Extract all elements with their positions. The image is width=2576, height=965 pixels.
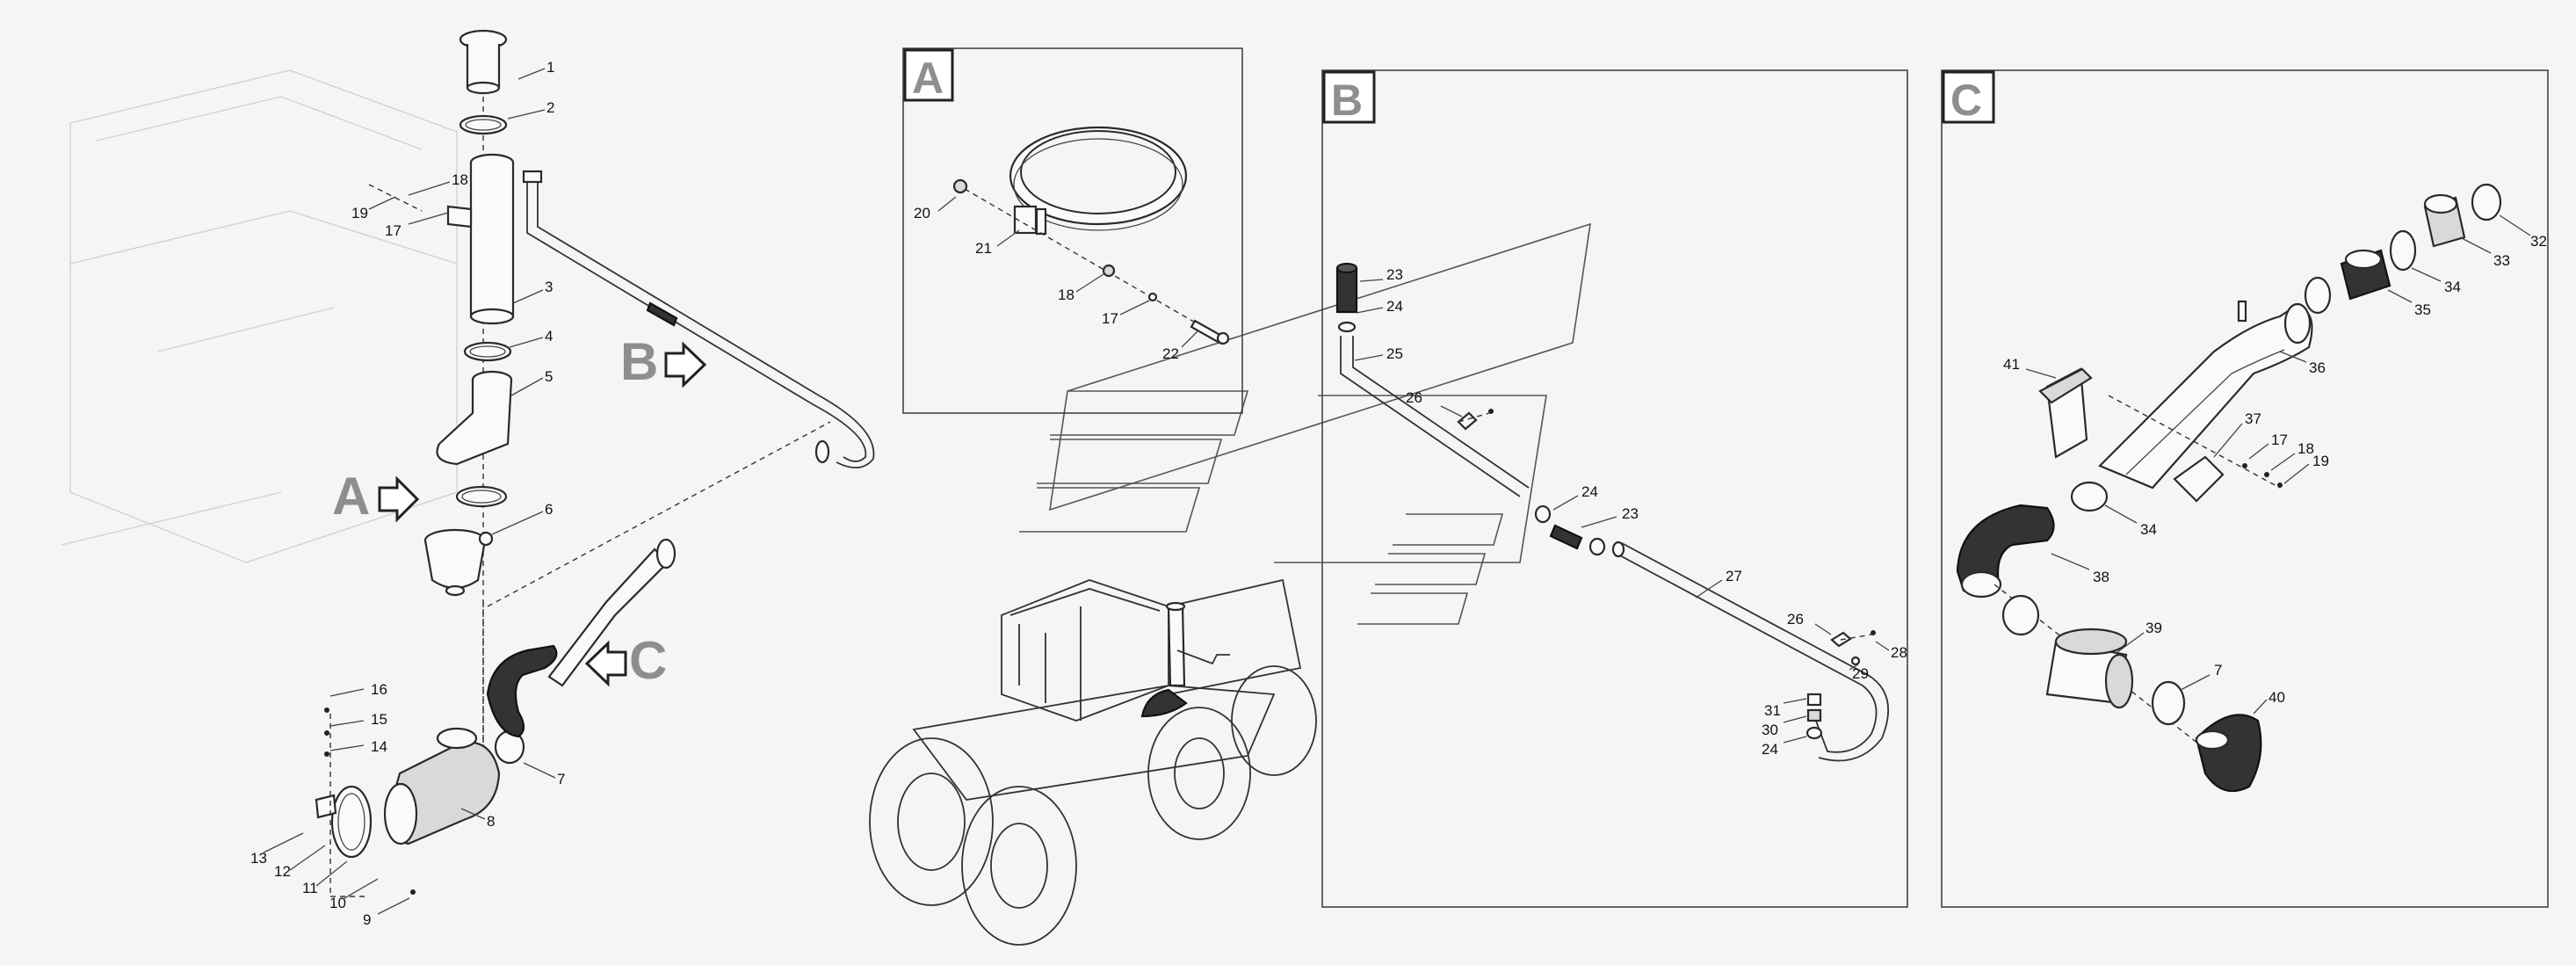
svg-text:B: B [1331,76,1363,125]
label-c-32: 32 [2530,233,2547,250]
label-b-24c: 24 [1762,741,1778,758]
label-17: 17 [385,222,402,239]
label-b-24a: 24 [1386,298,1403,315]
main-labels: 1 2 18 19 17 3 4 5 6 7 8 16 15 14 13 12 … [250,59,565,928]
label-c-17: 17 [2271,432,2288,448]
label-a-17: 17 [1102,310,1118,327]
label-c-7: 7 [2214,662,2222,678]
label-8: 8 [487,813,495,830]
tractor-illustration [869,222,1591,946]
label-c-41: 41 [2003,356,2020,373]
main-assembly [315,29,875,897]
label-b-24b: 24 [1581,483,1598,500]
svg-text:A: A [912,54,944,103]
label-6: 6 [545,501,553,518]
label-14: 14 [371,738,387,755]
part-cup [423,528,494,597]
label-c-33: 33 [2493,252,2510,269]
label-15: 15 [371,711,387,728]
part-filter [383,727,501,845]
label-c-37: 37 [2245,410,2261,427]
label-c-34b: 34 [2140,521,2157,538]
label-a-21: 21 [975,240,992,257]
label-c-36: 36 [2309,359,2326,376]
label-1: 1 [546,59,554,76]
label-18: 18 [452,171,468,188]
part-rod-b [522,170,875,468]
detail-c: C [1941,69,2549,908]
label-11: 11 [302,880,318,896]
svg-text:C: C [629,631,667,690]
label-b-29: 29 [1852,665,1869,682]
detail-b: B 23 24 25 26 2 [1321,69,1908,908]
label-c-18: 18 [2297,440,2314,457]
svg-text:C: C [1950,76,1982,125]
label-b-26a: 26 [1406,389,1422,406]
part-elbow [436,370,513,466]
label-2: 2 [546,99,554,116]
label-a-20: 20 [914,205,930,221]
label-19: 19 [351,205,368,221]
label-4: 4 [545,328,553,345]
label-5: 5 [545,368,553,385]
label-12: 12 [274,863,291,880]
callout-b: B [620,332,707,391]
part-hose-c [486,538,677,738]
label-b-30: 30 [1762,722,1778,738]
label-b-27: 27 [1726,568,1742,584]
part-intake-tube [446,153,515,325]
part-clamp-mid [463,341,512,362]
label-16: 16 [371,681,387,698]
label-c-39: 39 [2145,620,2162,636]
callout-c: C [584,631,667,690]
label-9: 9 [363,911,371,928]
ghost-cab-outline [61,69,458,563]
label-3: 3 [545,279,553,295]
part-clamp-top [459,114,508,135]
label-10: 10 [329,895,346,911]
label-c-38: 38 [2093,569,2109,585]
label-7: 7 [557,771,565,787]
label-c-40: 40 [2268,689,2285,706]
label-b-31: 31 [1764,702,1781,719]
svg-text:B: B [620,332,658,391]
callout-a: A [332,467,420,526]
label-c-35: 35 [2414,301,2431,318]
label-b-23b: 23 [1622,505,1639,522]
label-c-19: 19 [2312,453,2329,469]
detail-a: A 20 21 18 17 22 [902,47,1243,414]
label-a-22: 22 [1162,345,1179,362]
label-a-18: 18 [1058,287,1075,303]
svg-text:A: A [332,467,370,526]
label-c-34a: 34 [2444,279,2461,295]
label-13: 13 [250,850,267,867]
label-b-25: 25 [1386,345,1403,362]
label-b-28: 28 [1891,644,1907,661]
label-b-26b: 26 [1787,611,1804,628]
label-b-23a: 23 [1386,266,1403,283]
part-cap [459,29,508,95]
part-clamp-low [455,485,508,508]
